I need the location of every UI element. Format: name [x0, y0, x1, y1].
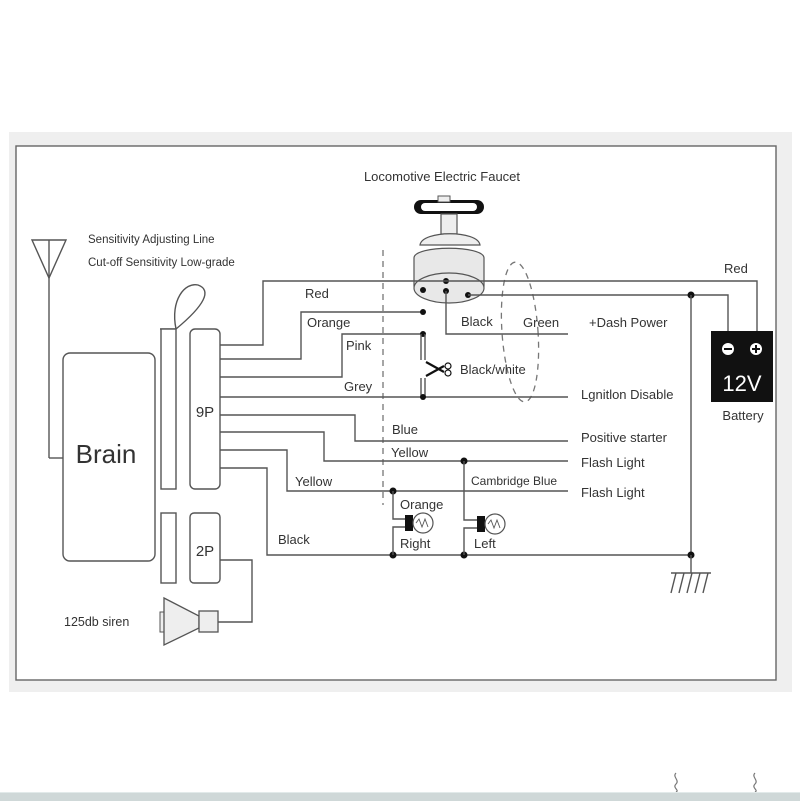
wire-black-ground: [220, 467, 691, 556]
bottom-bar: [0, 792, 800, 801]
scissors-icon: [425, 361, 452, 377]
output-flash-light-2: Flash Light: [581, 485, 645, 500]
squiggle-icon: [753, 772, 757, 793]
wire-pink-label: Pink: [346, 338, 372, 353]
wire-orange: [220, 311, 423, 360]
brain-module: [62, 352, 156, 562]
siren-label: 125db siren: [64, 615, 129, 629]
wire-black-faucet: [445, 291, 568, 335]
lamp-right-label: Right: [400, 536, 431, 551]
siren-strip: [160, 512, 177, 584]
wire-orange-label: Orange: [307, 315, 350, 330]
wire-red-label: Red: [305, 286, 329, 301]
wire-orange-lamp-label: Orange: [400, 497, 443, 512]
lamp-right-icon: [392, 491, 434, 555]
wire-pink: [220, 333, 423, 378]
siren-icon: [159, 559, 253, 647]
dashed-ellipse: [500, 261, 540, 403]
faucet-title: Locomotive Electric Faucet: [364, 169, 520, 184]
lamp-left-label: Left: [474, 536, 496, 551]
wire-green-label: Green: [523, 315, 559, 330]
wire-blue-label: Blue: [392, 422, 418, 437]
ground-icon: [670, 555, 711, 594]
output-positive-starter: Positive starter: [581, 430, 668, 445]
output-dash-power: +Dash Power: [589, 315, 668, 330]
battery-voltage: 12V: [722, 371, 761, 396]
wire-black-ground-label: Black: [278, 532, 310, 547]
brain-label: Brain: [76, 439, 137, 469]
faucet-icon: [413, 195, 485, 304]
wire-battery-negative: [468, 294, 729, 333]
wire-grey-label: Grey: [344, 379, 373, 394]
output-ignition-disable: Lgnitlon Disable: [581, 387, 674, 402]
connector-2p-label: 2P: [196, 543, 214, 560]
output-flash-light-1: Flash Light: [581, 455, 645, 470]
connector-9p-label: 9P: [196, 404, 214, 421]
battery-icon: [711, 331, 773, 402]
antenna-icon: [30, 239, 68, 459]
lamp-left-icon: [463, 461, 506, 555]
squiggle-icon: [674, 772, 678, 793]
wire-blue: [220, 414, 568, 442]
cutoff-sensitivity-label: Cut-off Sensitivity Low-grade: [88, 257, 235, 269]
sensitivity-strip: [160, 328, 177, 490]
wire-black-white-label: Black/white: [460, 362, 526, 377]
battery-red-label: Red: [724, 261, 748, 276]
wire-yellow-upper: [220, 431, 568, 462]
wire-red: [220, 280, 758, 346]
wire-yellow-upper-label: Yellow: [391, 445, 429, 460]
sensitivity-adjusting-label: Sensitivity Adjusting Line: [88, 234, 215, 246]
wire-black-faucet-label: Black: [461, 314, 493, 329]
wire-yellow-lower: [220, 449, 568, 492]
connector-2p: [189, 512, 221, 584]
wire-cambridge-blue-label: Cambridge Blue: [471, 474, 557, 488]
wire-yellow-lower-label: Yellow: [295, 474, 333, 489]
battery-label: Battery: [722, 408, 764, 423]
connector-9p: [189, 328, 221, 490]
